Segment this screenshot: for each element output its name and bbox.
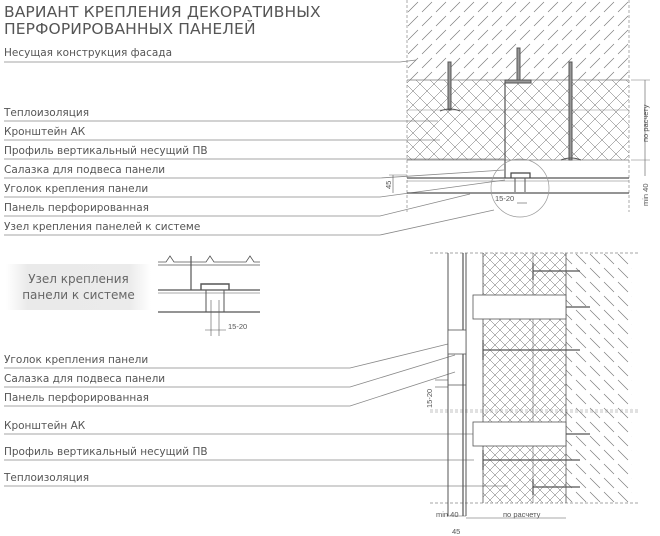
bottom-gap-dim: 15-20 [425, 389, 434, 408]
node-detail-drawing [158, 255, 260, 336]
node-caption-line-2: панели к системе [22, 288, 135, 302]
label-perforated-panel-2: Панель перфорированная [4, 392, 149, 404]
top-po-raschetu-dim: по расчету [641, 104, 650, 142]
vertical-panel-corner [447, 329, 467, 355]
title-line-2: ПЕРФОРИРОВАННЫХ ПАНЕЛЕЙ [4, 20, 256, 38]
label-panel-corner: Уголок крепления панели [4, 183, 149, 195]
label-panel-corner-2: Уголок крепления панели [4, 354, 149, 366]
bottom-45-dim: 45 [452, 527, 460, 536]
label-insulation: Теплоизоляция [4, 107, 90, 119]
bottom-min40-dim: min 40 [436, 510, 459, 519]
label-vertical-profile-2: Профиль вертикальный несущий ПВ [4, 446, 208, 458]
top-gap-dim: 15-20 [495, 194, 514, 203]
node-caption-box: Узел крепления панели к системе [6, 264, 151, 310]
label-panel-slide-2: Салазка для подвеса панели [4, 373, 166, 385]
leader-panel-2 [4, 371, 456, 407]
label-panel-slide: Салазка для подвеса панели [4, 164, 166, 176]
leader-corner [4, 179, 506, 198]
node-caption-line-1: Узел крепления [28, 272, 129, 286]
bracket-ak-bottom [472, 421, 567, 447]
vertical-section-drawing [430, 252, 640, 519]
leader-panel [4, 193, 471, 217]
label-panel-node: Узел крепления панелей к системе [4, 221, 201, 233]
detail-gap-dim: 15-20 [228, 322, 247, 331]
vertical-wall-hatch [566, 253, 632, 503]
top-min40-dim: min 40 [641, 183, 650, 206]
bracket-ak-top [472, 294, 567, 320]
insulation-hatch [407, 80, 629, 160]
title-line-1: ВАРИАНТ КРЕПЛЕНИЯ ДЕКОРАТИВНЫХ [4, 3, 321, 21]
label-bracket-ak: Кронштейн АК [4, 126, 86, 138]
detail-callout-circle [490, 158, 550, 218]
label-perforated-panel: Панель перфорированная [4, 202, 149, 214]
vertical-dowels [482, 263, 590, 495]
top-section-drawing: 15-20 45 по расчету min 40 [384, 0, 650, 218]
label-facade-structure: Несущая конструкция фасада [4, 47, 172, 59]
leader-node [4, 209, 495, 236]
leader-corner-2 [4, 342, 453, 369]
diagram-title: ВАРИАНТ КРЕПЛЕНИЯ ДЕКОРАТИВНЫХ ПЕРФОРИРО… [4, 4, 321, 38]
insulation-dowels [439, 47, 582, 161]
label-vertical-profile: Профиль вертикальный несущий ПВ [4, 145, 208, 157]
label-insulation-2: Теплоизоляция [4, 472, 90, 484]
leader-slide-2 [4, 354, 456, 388]
label-bracket-ak-2: Кронштейн АК [4, 420, 86, 432]
bottom-po-raschetu-dim: по расчету [503, 510, 541, 519]
vertical-insulation-hatch [483, 253, 566, 503]
leader-slide [4, 169, 505, 179]
slide-part [510, 172, 531, 178]
top-45-dim: 45 [384, 181, 393, 189]
bottom-leader-lines [4, 342, 508, 487]
